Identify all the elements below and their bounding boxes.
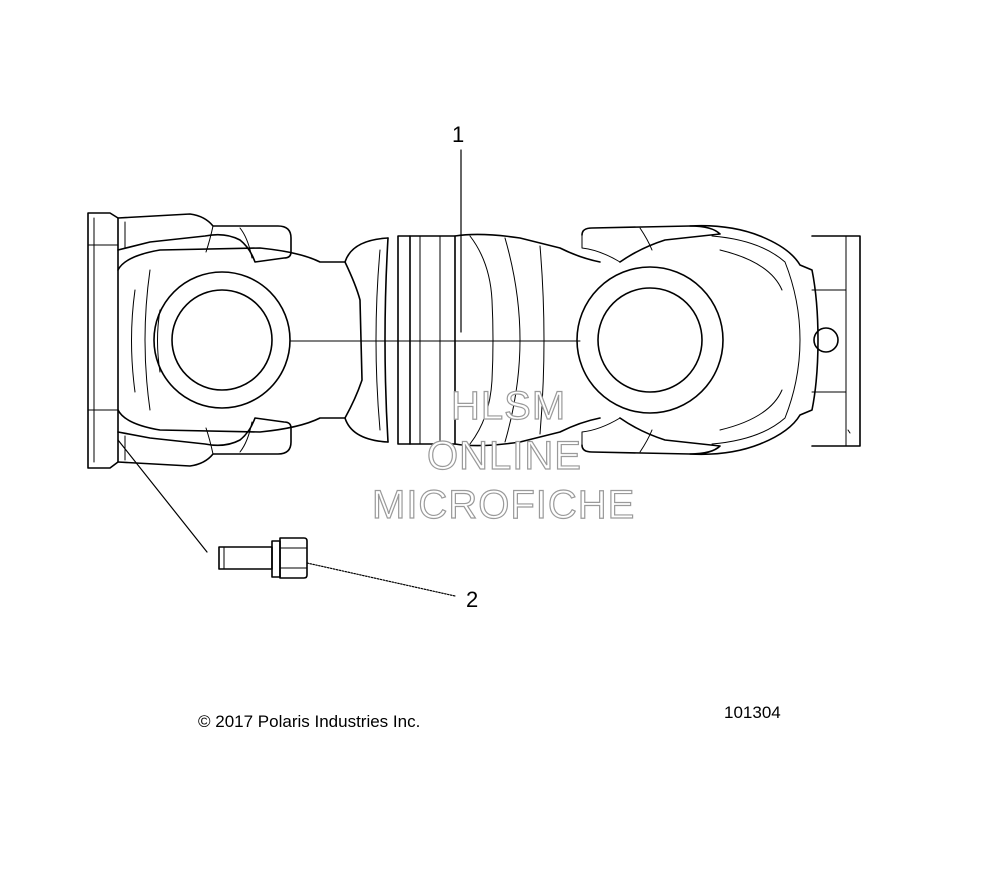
copyright-text: © 2017 Polaris Industries Inc. <box>198 712 421 731</box>
diagram-number: 101304 <box>724 703 781 722</box>
left-flange-yoke <box>87 212 389 469</box>
leader-line-2 <box>306 562 456 597</box>
watermark-line-3: MICROFICHE <box>371 483 636 527</box>
callout-1: 1 <box>452 122 465 147</box>
watermark-line-1: HLSM <box>450 384 567 428</box>
right-slip-yoke <box>576 224 861 456</box>
watermark-line-2: ONLINE <box>426 434 582 478</box>
leader-line-1b <box>117 439 208 553</box>
bolt-part-2 <box>218 537 308 579</box>
center-shaft <box>289 233 601 447</box>
callout-2: 2 <box>466 587 479 612</box>
